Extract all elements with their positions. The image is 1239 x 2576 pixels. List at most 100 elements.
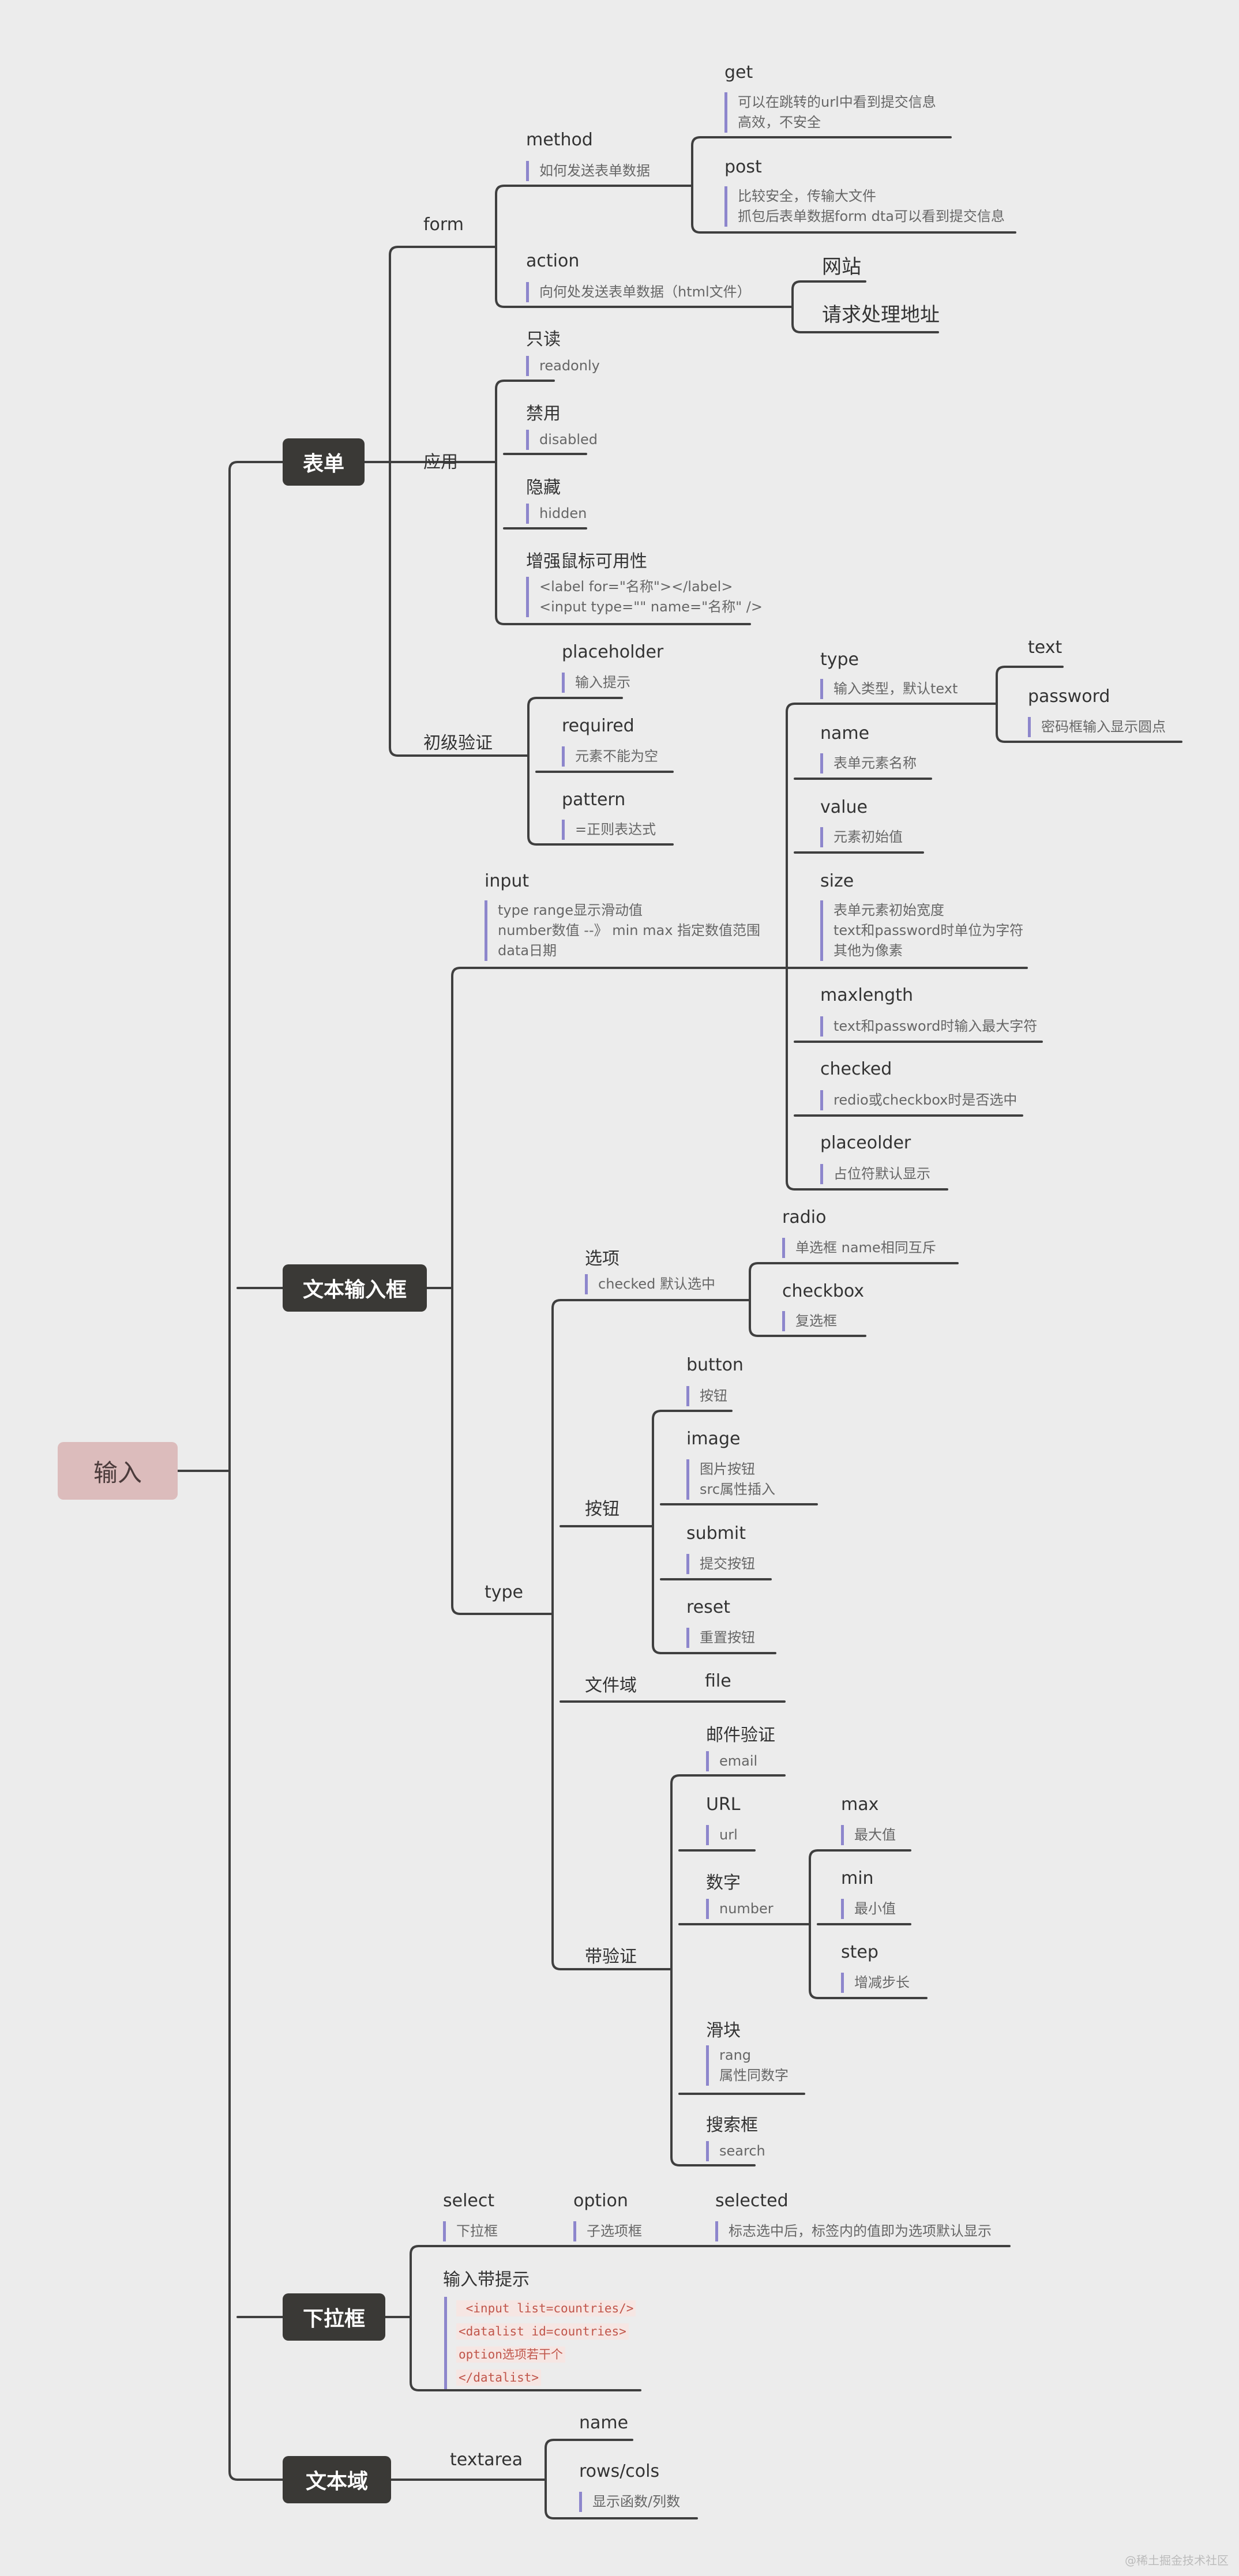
topic-reset[interactable]: reset	[686, 1597, 730, 1617]
topic-textarea[interactable]: textarea	[450, 2450, 523, 2470]
note-number: number	[706, 1899, 774, 1919]
note-line: <label for="名称"></label>	[539, 579, 733, 595]
note-disabled: disabled	[526, 430, 598, 450]
connector-bracket	[228, 461, 238, 2481]
topic-selected[interactable]: selected	[715, 2191, 789, 2211]
note-radio: 单选框 name相同互斥	[782, 1238, 936, 1258]
topic-placeolder[interactable]: placeolder	[820, 1133, 911, 1153]
note-line: hidden	[539, 505, 587, 521]
topic-required[interactable]: required	[562, 716, 634, 736]
topic-request-handler[interactable]: 请求处理地址	[822, 303, 940, 326]
note-line: 属性同数字	[719, 2067, 789, 2083]
topic-pattern[interactable]: pattern	[562, 790, 626, 810]
note-input-type: 输入类型，默认text	[820, 679, 958, 699]
connector-bracket	[652, 1410, 662, 1654]
topic-image[interactable]: image	[686, 1429, 741, 1449]
topic-value[interactable]: value	[820, 797, 868, 817]
note-line: </datalist>	[456, 2366, 636, 2389]
topic-form[interactable]: form	[423, 215, 464, 235]
topic-select[interactable]: select	[443, 2191, 495, 2211]
topic-website[interactable]: 网站	[822, 256, 861, 279]
note-line: 抓包后表单数据form dta可以看到提交信息	[738, 208, 1005, 224]
topic-min[interactable]: min	[841, 1868, 874, 1888]
note-line: type range显示滑动值	[498, 902, 643, 918]
note-line: text和password时单位为字符	[833, 922, 1024, 938]
note-line: rang	[719, 2047, 752, 2063]
note-line: 比较安全，传输大文件	[738, 188, 876, 204]
topic-placeholder[interactable]: placeholder	[562, 642, 664, 662]
topic-radio[interactable]: radio	[782, 1207, 827, 1227]
note-line: option选项若干个	[456, 2343, 636, 2366]
topic-input-with-hint[interactable]: 输入带提示	[443, 2270, 530, 2290]
topic-get[interactable]: get	[724, 62, 753, 82]
note-line: 复选框	[795, 1313, 837, 1329]
topic-file-domain[interactable]: 文件域	[585, 1676, 637, 1696]
topic-step[interactable]: step	[841, 1942, 878, 1962]
root-node[interactable]: 输入	[58, 1442, 178, 1500]
topic-slider[interactable]: 滑块	[706, 2021, 741, 2041]
note-checkbox: 复选框	[782, 1311, 837, 1331]
category-select[interactable]: 下拉框	[283, 2293, 385, 2341]
topic-method[interactable]: method	[526, 130, 593, 150]
note-line: checked 默认选中	[598, 1276, 716, 1292]
note-hidden: hidden	[526, 504, 587, 524]
category-textarea[interactable]: 文本域	[283, 2456, 391, 2503]
topic-action[interactable]: action	[526, 251, 580, 271]
category-form[interactable]: 表单	[283, 438, 365, 486]
note-line: =正则表达式	[575, 821, 656, 838]
topic-readonly[interactable]: 只读	[526, 329, 561, 350]
topic-input[interactable]: input	[485, 871, 530, 891]
topic-mouse-usability[interactable]: 增强鼠标可用性	[526, 551, 647, 572]
connector-bracket	[786, 703, 795, 1191]
topic-email[interactable]: 邮件验证	[706, 1725, 775, 1745]
note-post: 比较安全，传输大文件抓包后表单数据form dta可以看到提交信息	[724, 186, 1005, 227]
note-line: 向何处发送表单数据（html文件）	[539, 284, 751, 300]
topic-maxlength[interactable]: maxlength	[820, 985, 913, 1005]
connector-bracket	[410, 2245, 419, 2391]
topic-checked[interactable]: checked	[820, 1059, 892, 1079]
note-line: 密码框输入显示圆点	[1041, 719, 1166, 735]
topic-submit[interactable]: submit	[686, 1523, 746, 1544]
topic-post[interactable]: post	[724, 157, 762, 177]
topic-search[interactable]: 搜索框	[706, 2115, 758, 2135]
topic-disabled[interactable]: 禁用	[526, 404, 561, 424]
note-line: search	[719, 2143, 765, 2159]
topic-max[interactable]: max	[841, 1794, 879, 1815]
watermark: @稀土掘金技术社区	[1125, 2554, 1229, 2567]
topic-type[interactable]: type	[485, 1582, 524, 1602]
topic-hidden[interactable]: 隐藏	[526, 478, 561, 498]
topic-button[interactable]: button	[686, 1355, 744, 1375]
topic-password[interactable]: password	[1028, 686, 1110, 707]
topic-name[interactable]: name	[820, 723, 870, 743]
topic-input-type[interactable]: type	[820, 649, 859, 670]
topic-option[interactable]: 选项	[585, 1249, 620, 1269]
topic-checkbox[interactable]: checkbox	[782, 1281, 865, 1301]
topic-apply[interactable]: 应用	[423, 452, 458, 472]
note-line: 子选项框	[587, 2223, 642, 2239]
note-method: 如何发送表单数据	[526, 161, 650, 181]
note-line: <input type="" name="名称" />	[539, 599, 763, 615]
topic-size[interactable]: size	[820, 871, 854, 891]
topic-option-tag[interactable]: option	[573, 2191, 628, 2211]
note-pattern: =正则表达式	[562, 820, 656, 840]
note-line: number	[719, 1901, 774, 1917]
topic-buttons[interactable]: 按钮	[585, 1499, 620, 1519]
topic-file[interactable]: file	[705, 1671, 731, 1691]
connector-bracket	[791, 280, 801, 333]
topic-url[interactable]: URL	[706, 1794, 741, 1815]
topic-with-validation[interactable]: 带验证	[585, 1947, 637, 1967]
topic-textarea-name[interactable]: name	[579, 2413, 629, 2433]
note-checked: redio或checkbox时是否选中	[820, 1090, 1017, 1110]
topic-text[interactable]: text	[1028, 637, 1062, 658]
category-text-input[interactable]: 文本输入框	[283, 1264, 427, 1312]
note-line: 图片按钮	[700, 1461, 755, 1477]
topic-basic-validation[interactable]: 初级验证	[423, 733, 493, 753]
note-line: 输入类型，默认text	[833, 681, 958, 697]
note-line: 可以在跳转的url中看到提交信息	[738, 94, 936, 110]
note-line: 占位符默认显示	[833, 1166, 930, 1182]
topic-number[interactable]: 数字	[706, 1873, 741, 1893]
topic-rows-cols[interactable]: rows/cols	[579, 2461, 660, 2481]
note-line: readonly	[539, 358, 600, 374]
